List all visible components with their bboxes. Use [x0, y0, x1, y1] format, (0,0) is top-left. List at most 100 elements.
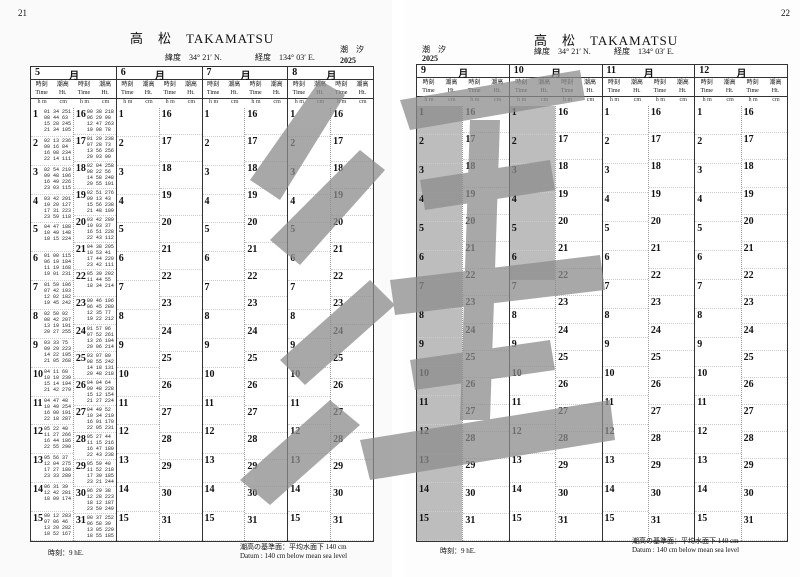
day-cell: 13 [417, 454, 463, 483]
day-number: 6 [511, 252, 517, 263]
tide-values: 01 34 251 08 44 63 15 28 245 21 34 105 [44, 109, 72, 133]
day-number: 6 [697, 252, 703, 263]
day-cell: 2 [695, 135, 741, 164]
day-cell: 18 [648, 160, 695, 188]
unit-label: h m [562, 97, 573, 103]
day-cell: 17 [159, 135, 202, 163]
day-number: 19 [247, 190, 258, 202]
day-cell: 24 [245, 325, 288, 352]
day-cell: 23 [159, 297, 202, 325]
day-cell: 7 [288, 281, 331, 311]
day-number: 10 [511, 368, 522, 379]
day-number: 31 [465, 514, 476, 526]
day-number: 1 [419, 107, 424, 118]
day-number: 16 [75, 109, 86, 120]
unit-label: h m [165, 99, 175, 105]
day-cell: 1 [417, 106, 463, 135]
day-cell: 3 [202, 166, 245, 195]
day-cell: 6 [116, 252, 159, 282]
day-number: 24 [743, 324, 754, 336]
day-number: 14 [604, 484, 615, 495]
day-number: 3 [511, 165, 517, 176]
day-cell: 24 [556, 324, 602, 351]
day-cell: 27 [463, 405, 509, 433]
day-cell: 25 [463, 351, 509, 378]
day-number: 11 [419, 397, 429, 408]
day-cell: 18 [463, 160, 509, 188]
tide-values: 05 22 40 11 27 266 16 44 186 22 55 290 [44, 426, 72, 451]
day-cell: 6 [509, 251, 556, 280]
day-number: 7 [118, 282, 124, 294]
day-number: 16 [247, 109, 258, 120]
day-number: 22 [333, 271, 344, 283]
day-number: 13 [604, 455, 615, 466]
day-cell: 12 [695, 425, 741, 454]
day-cell: 30 [331, 487, 373, 514]
day-number: 4 [33, 195, 38, 207]
day-cell: 9 [509, 338, 556, 367]
time-header: 時刻 Time [292, 82, 311, 96]
day-cell: 14 [509, 483, 556, 512]
day-number: 25 [558, 351, 569, 363]
day-number: 18 [247, 163, 258, 175]
time-zone-note: 時刻：9 hE. [48, 549, 84, 557]
day-number: 24 [75, 325, 86, 337]
latitude: 緯度 34° 21′ N. [165, 53, 222, 62]
height-header: 潮高 Ht. [99, 82, 117, 96]
day-cell: 23 [245, 297, 288, 325]
day-number: 20 [465, 215, 476, 227]
day-cell: 31 [463, 514, 509, 541]
day-number: 15 [511, 513, 522, 524]
day-number: 9 [604, 339, 610, 350]
day-cell: 26 [245, 379, 288, 406]
day-cell: 16 [556, 106, 602, 134]
time-header: 時刻 Time [700, 80, 719, 94]
unit-label: h m [517, 97, 527, 103]
height-header: 潮高 Ht. [538, 80, 557, 94]
day-cell: 27 [159, 406, 202, 433]
day-number: 28 [558, 433, 569, 445]
day-cell: 11 [602, 396, 648, 425]
day-number: 26 [247, 379, 258, 391]
day-cell: 14 [116, 483, 159, 513]
tide-values: 04 04 64 09 48 228 15 12 154 21 27 224 [86, 379, 114, 404]
day-cell: 30 [556, 487, 602, 514]
tide-values: 01 20 238 07 28 73 13 56 256 20 03 90 [86, 136, 114, 161]
month-kanji: 月 [458, 69, 469, 80]
day-number: 19 [558, 188, 569, 200]
day-cell: 12 [417, 425, 463, 454]
day-cell: 28 [556, 432, 602, 460]
day-number: 13 [204, 455, 215, 467]
day-cell: 14 [288, 483, 331, 513]
day-number: 14 [419, 484, 429, 495]
day-number: 22 [247, 271, 258, 283]
tide-values: 03 33 75 09 29 223 14 22 195 21 05 268 [44, 339, 72, 364]
day-number: 11 [511, 397, 522, 408]
day-number: 19 [161, 190, 172, 202]
time-header: 時刻 Time [607, 80, 626, 94]
day-cell: 9 [417, 338, 463, 367]
day-number: 27 [743, 406, 754, 418]
day-number: 18 [75, 163, 86, 175]
day-number: 7 [697, 281, 703, 292]
unit-label: cm [633, 97, 642, 103]
day-cell: 10 [288, 368, 331, 397]
day-number: 31 [558, 514, 569, 526]
day-number: 7 [604, 281, 610, 292]
day-number: 18 [558, 161, 569, 173]
day-cell: 3 [116, 166, 159, 195]
day-cell: 12 [202, 425, 245, 455]
unit-label: h m [609, 97, 619, 103]
unit-label: cm [540, 97, 549, 103]
day-cell: 18 [159, 162, 202, 190]
day-number: 25 [247, 352, 258, 364]
day-number: 5 [118, 224, 124, 236]
day-number: 25 [743, 351, 754, 363]
month-number: 11 [606, 65, 616, 76]
